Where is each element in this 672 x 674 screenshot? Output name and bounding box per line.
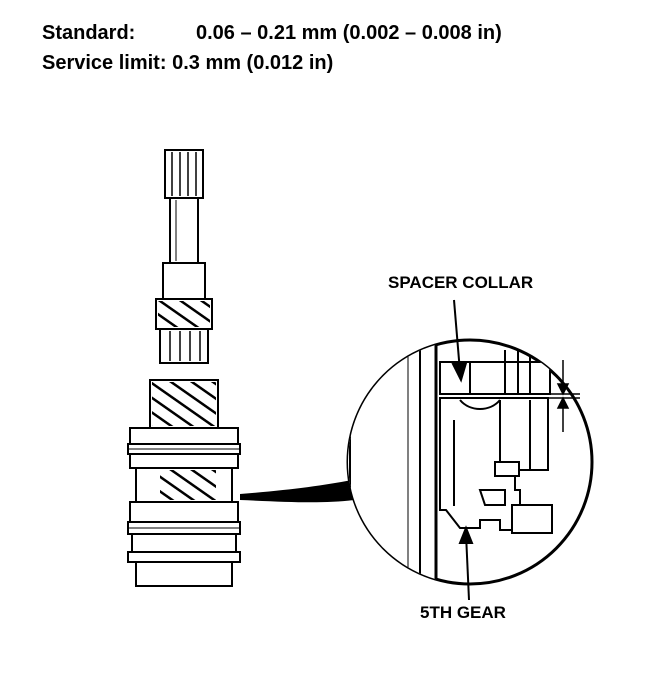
fifth-gear-label: 5TH GEAR [420, 603, 506, 622]
standard-label: Standard: [42, 22, 136, 44]
spec-limit-line: Service limit: 0.3 mm (0.012 in) [42, 52, 333, 75]
leader-wedge [240, 480, 354, 503]
detail-zoom [346, 299, 594, 601]
standard-value: 0.06 – 0.21 mm (0.002 – 0.008 in) [196, 22, 502, 44]
spacer-collar-label: SPACER COLLAR [388, 273, 534, 292]
spec-standard-line: Standard: 0.06 – 0.21 mm (0.002 – 0.008 i… [42, 22, 502, 45]
service-limit-label: Service limit: [42, 52, 167, 74]
service-limit-value: 0.3 mm (0.012 in) [172, 52, 334, 74]
mainshaft [127, 149, 241, 587]
